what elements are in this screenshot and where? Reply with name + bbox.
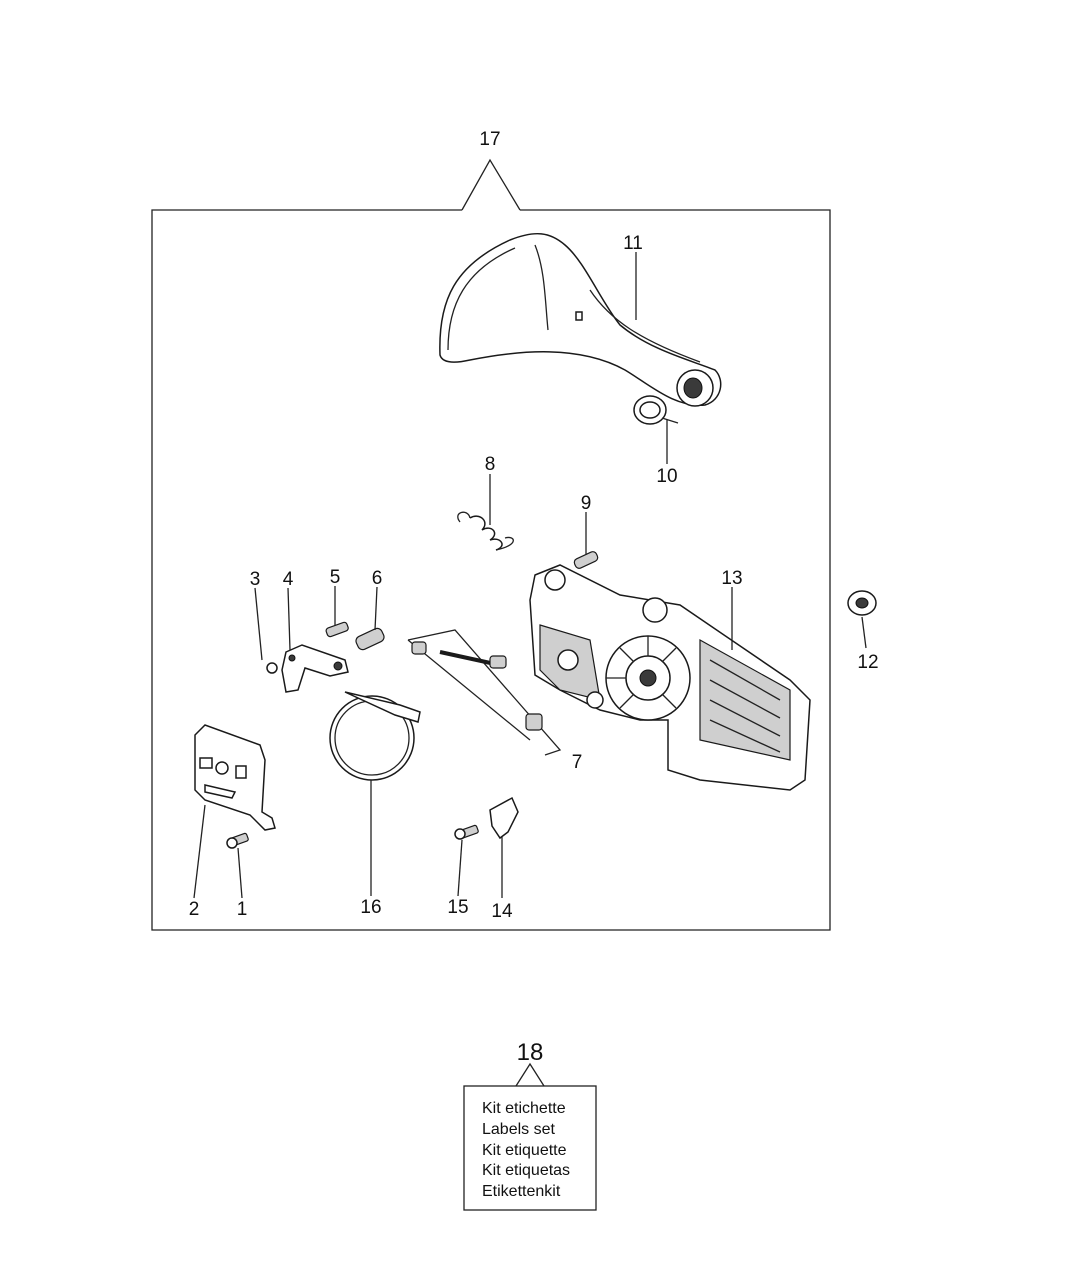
plate-2 — [194, 724, 276, 831]
sleeve-6 — [355, 627, 385, 651]
callout-16: 16 — [360, 897, 381, 918]
screw-15 — [454, 824, 479, 840]
callout-6: 6 — [372, 568, 383, 589]
callout-11: 11 — [623, 233, 643, 254]
kit-label-it: Kit etichette — [482, 1100, 566, 1117]
callout-9: 9 — [581, 493, 592, 514]
kit-label-de: Etikettenkit — [482, 1183, 561, 1200]
callout-8: 8 — [485, 454, 496, 475]
callout-12: 12 — [857, 652, 878, 673]
lever-4 — [281, 644, 349, 693]
callout-10: 10 — [656, 466, 677, 487]
brake-band — [329, 691, 421, 781]
callout-17: 17 — [479, 129, 500, 150]
tension-spring — [457, 511, 514, 551]
callout-18: 18 — [517, 1039, 544, 1066]
kit-box — [463, 1085, 597, 1211]
callout-3: 3 — [250, 569, 261, 590]
assembly-frame — [151, 209, 831, 931]
nut-12 — [847, 590, 877, 616]
hand-guard-spring — [633, 395, 679, 425]
callout-2: 2 — [189, 899, 200, 920]
kit-label-es: Kit etiquetas — [482, 1162, 570, 1179]
callout-5: 5 — [330, 567, 341, 588]
callout-1: 1 — [237, 899, 248, 920]
side-cover — [529, 564, 811, 791]
kit-label-en: Labels set — [482, 1121, 555, 1138]
screw-1 — [226, 832, 249, 849]
callout-4: 4 — [283, 569, 294, 590]
pin-9 — [573, 551, 599, 569]
chain-tensioner-group — [407, 629, 562, 756]
callout-14: 14 — [491, 901, 513, 922]
bracket-14 — [489, 796, 519, 840]
hand-guard — [439, 233, 722, 407]
kit-box-bracket — [515, 1062, 545, 1087]
kit-label-fr: Kit etiquette — [482, 1142, 567, 1159]
pin-5 — [325, 621, 349, 638]
assembly-frame-bracket — [461, 158, 521, 211]
callout-7: 7 — [572, 752, 583, 773]
callout-15: 15 — [447, 897, 468, 918]
retaining-ring-3 — [266, 662, 278, 674]
callout-13: 13 — [721, 568, 742, 589]
leader-lines — [193, 252, 867, 899]
